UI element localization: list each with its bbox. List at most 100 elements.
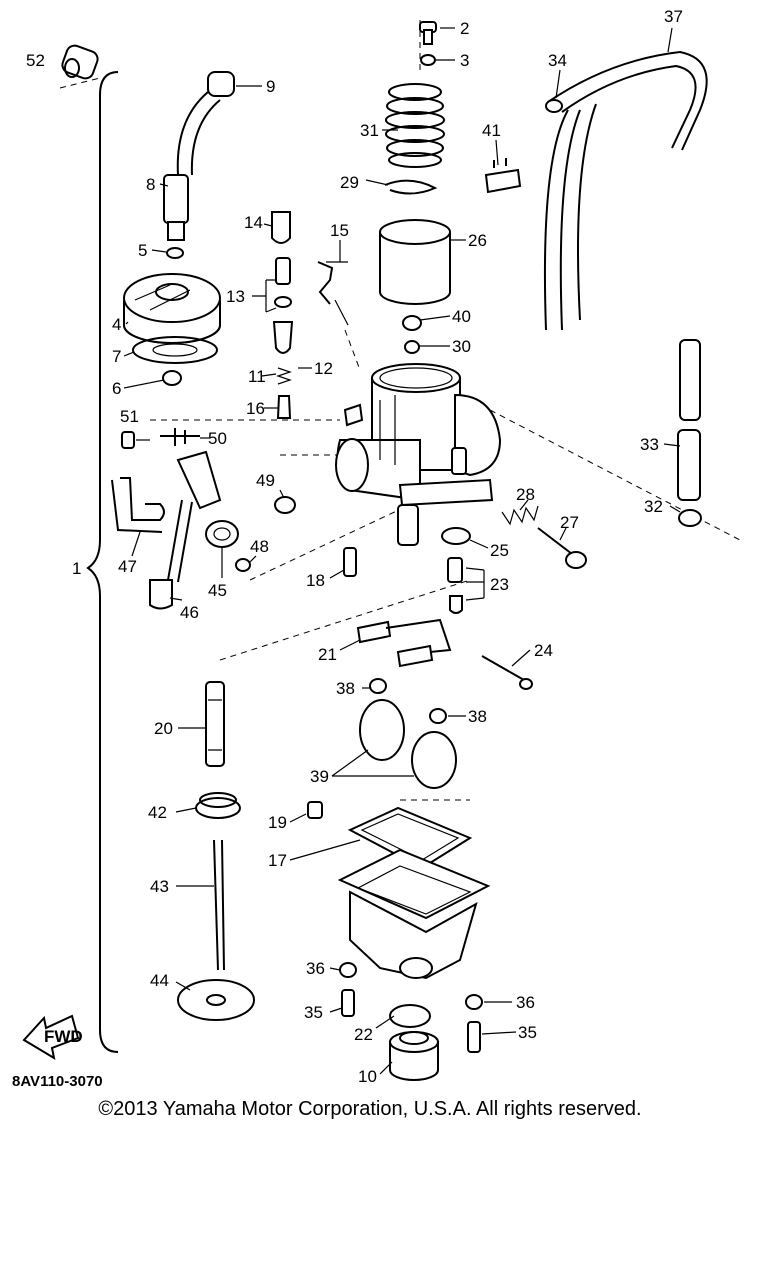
callout-13: 13	[226, 287, 245, 306]
part-51-plug	[121, 431, 135, 449]
callout-labels: 2 3 31 29 41 34 37 52 9 8 5 4 7 6 14 15 …	[26, 7, 683, 1086]
callout-52: 52	[26, 51, 45, 70]
callout-49: 49	[256, 471, 275, 490]
part-28-spring	[501, 505, 539, 526]
callout-24: 24	[534, 641, 553, 660]
part-50-fitting	[160, 428, 200, 446]
carburetor-body	[335, 363, 502, 546]
callout-36a: 36	[306, 959, 325, 978]
callout-6: 6	[112, 379, 121, 398]
part-18-jet	[343, 547, 357, 577]
part-38-plug-right	[429, 708, 447, 724]
part-6-clip	[162, 370, 182, 386]
part-32-clamp	[678, 509, 702, 527]
part-35-screw-left	[341, 989, 355, 1017]
part-15-needle	[317, 261, 349, 326]
callout-23: 23	[490, 575, 509, 594]
part-42-grommet	[195, 792, 241, 819]
callout-25: 25	[490, 541, 509, 560]
callout-39: 39	[310, 767, 329, 786]
callout-3: 3	[460, 51, 469, 70]
part-4-top-cap	[123, 273, 221, 344]
assembly-bracket	[86, 71, 119, 1053]
part-34-37-vent-hose	[543, 50, 708, 331]
callout-27: 27	[560, 513, 579, 532]
callout-28: 28	[516, 485, 535, 504]
callout-44: 44	[150, 971, 169, 990]
fwd-arrow-icon: FWD	[22, 1014, 83, 1061]
callout-33: 33	[640, 435, 659, 454]
callout-9: 9	[266, 77, 275, 96]
callout-21: 21	[318, 645, 337, 664]
copyright-notice: ©2013 Yamaha Motor Corporation, U.S.A. A…	[98, 1098, 642, 1120]
part-2-screw	[419, 21, 437, 45]
part-21-float-arm	[356, 618, 452, 668]
callout-42: 42	[148, 803, 167, 822]
part-14-needle-cap	[271, 211, 291, 244]
part-5-oring	[166, 247, 184, 259]
fwd-label: FWD	[44, 1027, 83, 1046]
part-8-hose	[163, 91, 221, 241]
part-12-jet-needle	[272, 321, 294, 354]
part-36-plug-right	[465, 994, 483, 1010]
part-40-seat	[402, 315, 422, 331]
callout-1: 1	[72, 559, 81, 578]
exploded-parts-diagram: FWD	[12, 7, 741, 1090]
part-33-hose	[677, 339, 701, 501]
callout-43: 43	[150, 877, 169, 896]
float-bowl	[337, 848, 491, 980]
diagram-code: 8AV110-3070	[12, 1073, 103, 1090]
callout-5: 5	[138, 241, 147, 260]
callout-22: 22	[354, 1025, 373, 1044]
callout-7: 7	[112, 347, 121, 366]
callout-20: 20	[154, 719, 173, 738]
part-30-clip	[404, 340, 420, 354]
callout-47: 47	[118, 557, 137, 576]
callout-50: 50	[208, 429, 227, 448]
callout-41: 41	[482, 121, 501, 140]
callout-37: 37	[664, 7, 683, 26]
part-10-drain-plug	[389, 1031, 439, 1081]
part-26-throttle-slide	[379, 219, 451, 305]
part-25-washer	[441, 527, 471, 545]
part-38-plug-left	[369, 678, 387, 694]
callout-29: 29	[340, 173, 359, 192]
part-41-clip	[484, 158, 522, 194]
part-49-cap	[274, 496, 296, 514]
callout-38a: 38	[336, 679, 355, 698]
part-7-gasket	[132, 336, 218, 364]
callout-14: 14	[244, 213, 263, 232]
part-16-needle-jet	[276, 395, 292, 419]
callout-11: 11	[248, 367, 266, 386]
part-27-screw	[537, 527, 587, 569]
part-24-pin	[481, 655, 533, 690]
callout-10: 10	[358, 1067, 377, 1086]
part-39-floats	[359, 699, 457, 789]
callout-46: 46	[180, 603, 199, 622]
part-22-oring	[389, 1004, 431, 1028]
callout-34: 34	[548, 51, 567, 70]
part-45-starter-plunger	[176, 450, 239, 548]
callout-48: 48	[250, 537, 269, 556]
part-29-clip	[384, 179, 438, 195]
part-20-pilot-jet	[205, 681, 225, 767]
part-52-sleeve	[61, 44, 99, 80]
callout-36b: 36	[516, 993, 535, 1012]
callout-26: 26	[468, 231, 487, 250]
part-11-spring	[276, 367, 292, 385]
callout-17: 17	[268, 851, 287, 870]
part-43-rod	[213, 839, 225, 971]
part-3-washer	[420, 54, 436, 66]
callout-12: 12	[314, 359, 333, 378]
callout-38b: 38	[468, 707, 487, 726]
part-23-main-jet	[447, 557, 463, 614]
callout-35b: 35	[518, 1023, 537, 1042]
callout-2: 2	[460, 19, 469, 38]
callout-45: 45	[208, 581, 227, 600]
part-35-screw-right	[467, 1021, 481, 1053]
part-13-needle-parts	[274, 257, 292, 308]
callout-18: 18	[306, 571, 325, 590]
callout-19: 19	[268, 813, 287, 832]
callout-16: 16	[246, 399, 265, 418]
part-9-cap	[207, 71, 235, 97]
